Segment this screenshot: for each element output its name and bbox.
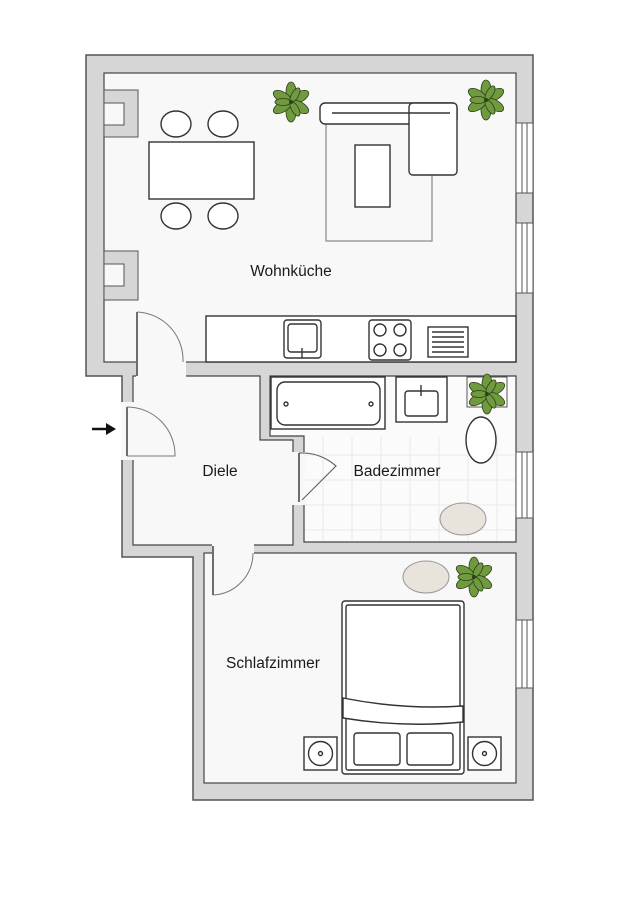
bedroom-mat [402,560,450,594]
chair [160,110,192,138]
sink-icon [283,319,322,359]
nightstand [303,736,338,771]
windows [515,122,534,689]
stove-icon [368,319,412,361]
sofa [319,102,458,176]
bathtub-icon [270,376,386,430]
room-label-bathroom: Badezimmer [354,463,441,480]
dishwasher-icon [427,326,469,358]
kitchen-hall-opening [136,361,186,377]
bath-mat [439,502,487,536]
washbasin-icon [395,376,448,423]
room-label-kitchen: Wohnküche [250,263,332,280]
chair [207,110,239,138]
chimney-inner [103,263,125,287]
bed-icon [341,600,465,775]
entrance-door[interactable] [126,406,176,457]
toilet-icon [465,416,497,464]
dining-table [148,141,255,200]
entrance-arrow-icon [92,423,116,435]
chair [160,202,192,230]
hall-floor [132,375,294,546]
nightstand [467,736,502,771]
room-label-hall: Diele [202,463,237,480]
chair [207,202,239,230]
bedroom-door-opening [212,544,254,554]
room-label-bedroom: Schlafzimmer [226,655,320,672]
chimney-inner [103,102,125,126]
kitchen-counter [205,315,517,363]
bedroom-door[interactable] [212,546,254,596]
coffee-table [354,144,391,208]
kitchen-door[interactable] [136,311,184,376]
bathroom-door[interactable] [298,452,337,502]
